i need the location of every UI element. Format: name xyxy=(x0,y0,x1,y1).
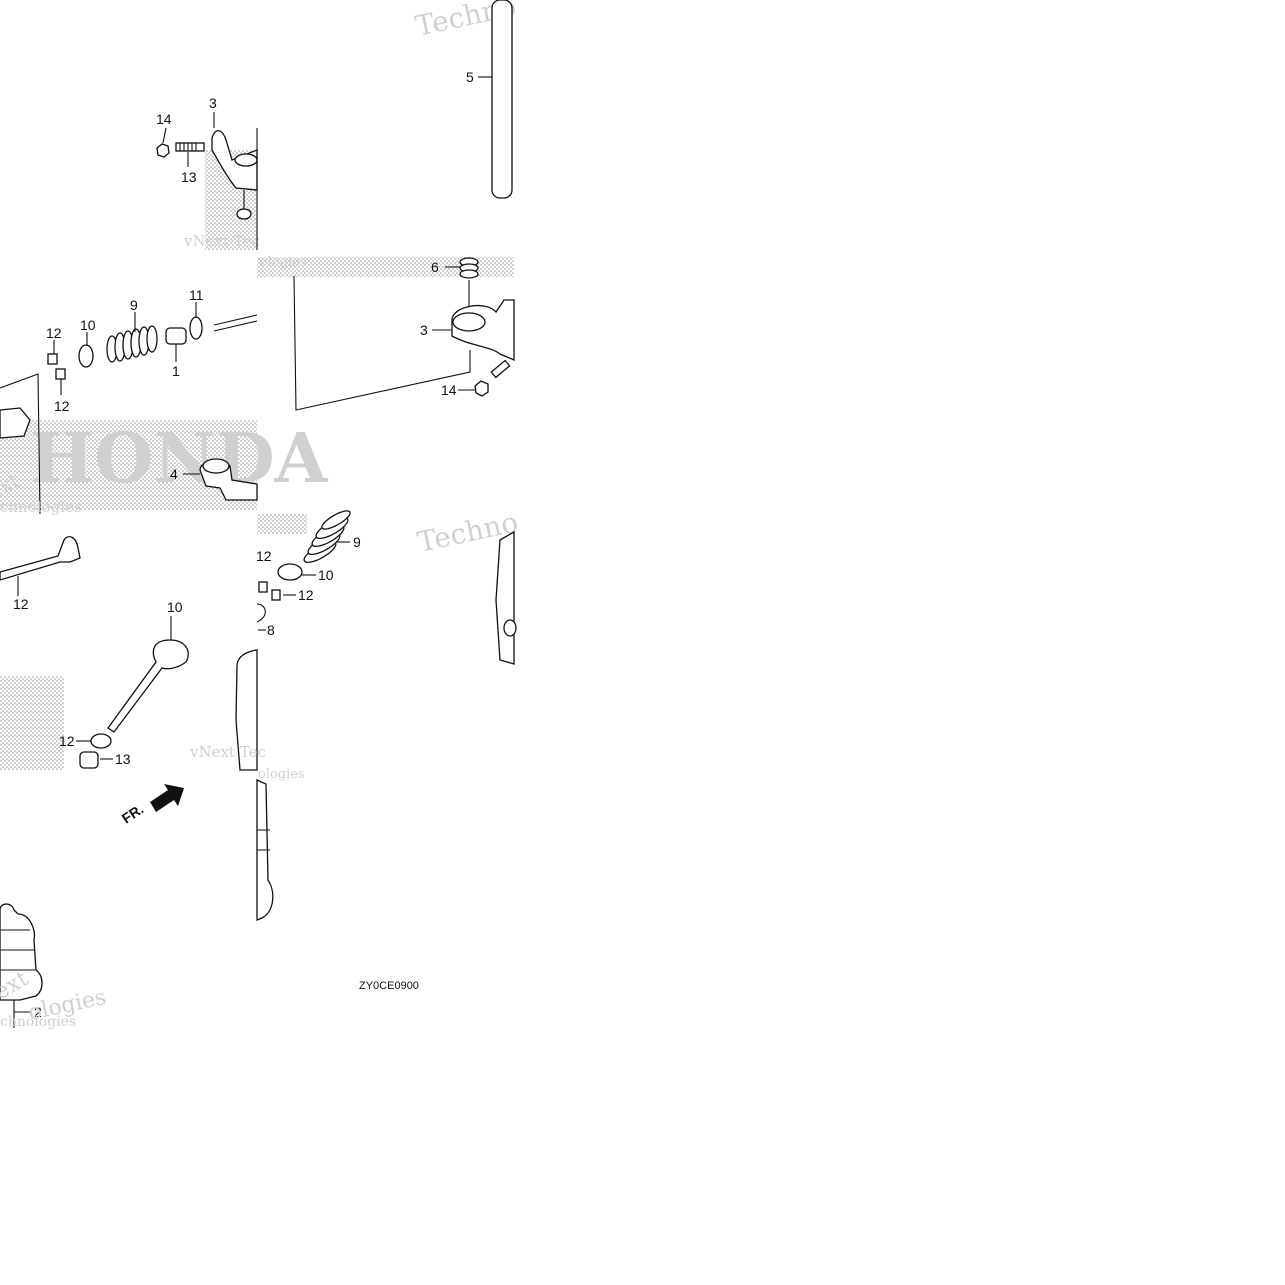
watermark-honda: HONDA xyxy=(30,419,329,499)
retainer-part xyxy=(78,344,94,368)
callout-1: 1 xyxy=(172,363,180,379)
valve-lifter-part xyxy=(0,903,43,1001)
box-edge xyxy=(0,373,41,515)
front-direction-arrow: FR. xyxy=(119,784,184,826)
rocker-pivot xyxy=(234,153,258,167)
nut-part xyxy=(156,143,170,158)
watermark-vnext: vNext Tec xyxy=(189,743,266,761)
halftone-patch xyxy=(257,257,514,277)
watermark-ologies: ologies xyxy=(260,255,307,270)
tile-bottom-middle: ologies ZY0CE0900 xyxy=(256,767,419,992)
callout-7: 10 xyxy=(167,599,183,615)
callout-12: 12 xyxy=(256,548,272,564)
callout-1: 13 xyxy=(115,751,131,767)
halftone-patch xyxy=(257,514,307,534)
tile-top-middle: Techno 5 xyxy=(256,0,519,250)
tile-center: ologies 6 3 14 xyxy=(257,255,515,411)
callout-11: 12 xyxy=(59,733,75,749)
watermark-chnologies: chnologies xyxy=(0,498,82,516)
cotter-part xyxy=(47,353,58,365)
callout-10: 10 xyxy=(80,317,96,333)
figure-code: ZY0CE0900 xyxy=(359,980,419,992)
callout-12: 12 xyxy=(46,325,62,341)
watermark-chnologies: chnologies xyxy=(0,1014,76,1030)
cotter-part xyxy=(55,368,66,380)
adjust-screw xyxy=(490,359,511,379)
watermark-vnext: vNext Tec xyxy=(183,232,260,250)
adjust-screw xyxy=(175,142,205,152)
nut-part xyxy=(474,380,489,397)
callout-14: 14 xyxy=(156,111,172,127)
rocker-spring-part xyxy=(459,257,479,279)
fr-label: FR. xyxy=(119,801,147,827)
push-rod-part xyxy=(491,0,513,199)
valve-spring-part xyxy=(303,510,351,564)
intake-valve-part xyxy=(107,639,189,733)
tile-top-left: 14 3 13 vNext Tec xyxy=(156,95,260,250)
cotter-part xyxy=(271,589,281,601)
rocker-fragment xyxy=(0,407,31,439)
rocker-ball xyxy=(236,208,252,220)
tile-bottom-left: FR. 2 ext ologies chnologies xyxy=(0,784,184,1030)
callout-11: 11 xyxy=(189,287,204,303)
tile-center-lower: 9 10 12 12 8 Techno xyxy=(256,505,521,665)
valve-lifter-part xyxy=(235,649,258,771)
washer-part xyxy=(90,733,112,749)
retainer-part xyxy=(277,563,303,581)
callout-13: 13 xyxy=(181,169,197,185)
box-edge xyxy=(293,275,471,411)
rocker-pivot xyxy=(452,312,486,332)
washer-part xyxy=(189,316,203,340)
callout-9: 9 xyxy=(353,534,361,550)
callout-5: 5 xyxy=(466,69,474,85)
tile-left-middle: HONDA 12 10 9 11 1 12 xyxy=(0,287,329,516)
callout-8: 12 xyxy=(13,596,29,612)
exhaust-valve-part xyxy=(0,536,81,581)
callout-12: 12 xyxy=(54,398,70,414)
callout-3: 3 xyxy=(209,95,217,111)
tile-left-lower: 12 10 12 13 vNext Tec xyxy=(0,536,266,771)
stem-seal-part xyxy=(79,751,99,769)
callout-3: 3 xyxy=(420,322,428,338)
callout-4: 4 xyxy=(170,466,178,482)
rocker-pivot xyxy=(202,458,230,474)
lifter-detail xyxy=(503,619,517,637)
valve-spring-part xyxy=(106,325,158,363)
cotter-part xyxy=(258,581,268,593)
callout-6: 6 xyxy=(431,259,439,275)
stem-seal-part xyxy=(165,327,187,345)
halftone-patch xyxy=(0,676,64,770)
callout-2: 2 xyxy=(34,1004,42,1020)
callout-9: 9 xyxy=(130,297,138,313)
valve-lifter-part xyxy=(495,530,515,665)
callout-13: 8 xyxy=(267,622,275,638)
callout-10: 10 xyxy=(318,567,334,583)
callout-12: 12 xyxy=(298,587,314,603)
watermark-ologies: ologies xyxy=(258,767,305,782)
callout-14: 14 xyxy=(441,382,457,398)
